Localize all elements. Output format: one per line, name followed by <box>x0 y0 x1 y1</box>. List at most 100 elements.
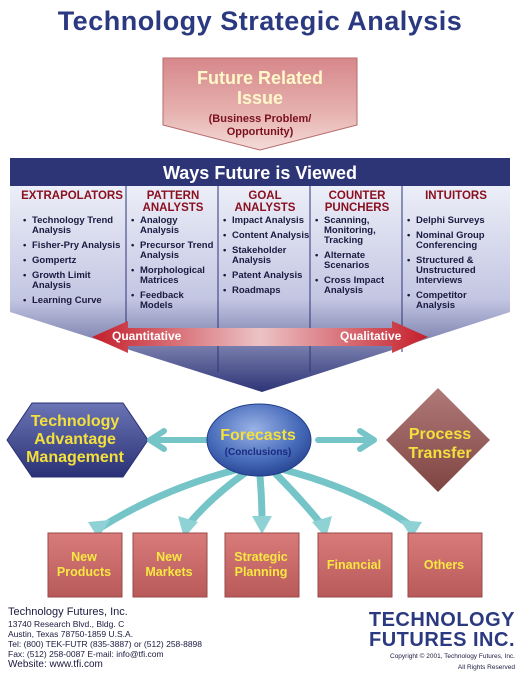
diamond-line2: Transfer <box>408 445 472 462</box>
diamond-shape <box>386 388 490 492</box>
output-financial: Financial <box>318 533 390 597</box>
column-heading: INTUITORS <box>404 190 508 216</box>
arrow-right <box>315 428 377 452</box>
output-box <box>224 532 300 598</box>
logo-line2: FUTURES INC. <box>369 629 515 651</box>
company-name: Technology Futures, Inc. <box>8 606 128 618</box>
page-title: Technology Strategic Analysis <box>57 6 463 36</box>
rights-reserved: All Rights Reserved <box>457 664 515 671</box>
address-line2: Austin, Texas 78750-1859 U.S.A. <box>8 629 134 639</box>
column-heading-line1: INTUITORS <box>425 190 487 202</box>
technique-list: Technology Trend Analysis Fisher-Pry Ana… <box>20 216 124 307</box>
list-item: Morphological Matrices <box>131 266 218 286</box>
output-box <box>407 532 483 598</box>
list-item: Impact Analysis <box>223 216 310 227</box>
list-item: Stakeholder Analysis <box>223 246 310 266</box>
column-counter-punchers: COUNTER PUNCHERS Scanning, Monitoring, T… <box>312 190 402 301</box>
hex-line1: Technology <box>30 413 120 430</box>
output-line2: Markets <box>145 565 193 579</box>
list-item: Gompertz <box>23 256 124 267</box>
column-heading: COUNTER PUNCHERS <box>312 190 402 216</box>
hex-line3: Management <box>26 449 124 466</box>
column-heading: PATTERN ANALYSTS <box>128 190 218 216</box>
list-item: Competitor Analysis <box>407 291 508 311</box>
forecast-ellipse <box>206 403 312 477</box>
forecast-title: Forecasts <box>220 427 296 444</box>
quantitative-label: Quantitative <box>112 329 182 343</box>
banner-title: Ways Future is Viewed <box>162 163 358 183</box>
list-item: Roadmaps <box>223 286 310 297</box>
column-goal-analysts: GOAL ANALYSTS Impact Analysis Content An… <box>220 190 310 301</box>
hex-line2: Advantage <box>34 431 116 448</box>
list-item: Technology Trend Analysis <box>23 216 124 236</box>
issue-shape <box>162 57 358 151</box>
output-box <box>317 532 393 598</box>
list-item: Structured & Unstructured Interviews <box>407 256 508 286</box>
website-link[interactable]: Website: www.tfi.com <box>8 659 103 670</box>
column-heading: GOAL ANALYSTS <box>220 190 310 216</box>
list-item: Alternate Scenarios <box>315 251 402 271</box>
output-box <box>132 532 208 598</box>
column-pattern-analysts: PATTERN ANALYSTS Analogy Analysis Precur… <box>128 190 218 316</box>
issue-subtitle-line1: (Business Problem/ <box>208 113 312 125</box>
banner-bar <box>10 158 510 186</box>
fax-email: Fax: (512) 258-0087 E-mail: info@tfi.com <box>8 649 164 659</box>
column-heading-line1: GOAL <box>248 190 282 202</box>
technique-list: Scanning, Monitoring, Tracking Alternate… <box>312 216 402 296</box>
process-transfer-label: Process Transfer <box>385 425 495 463</box>
issue-title-line2: Issue <box>236 88 284 108</box>
column-heading-line1: EXTRAPOLATORS <box>21 190 123 202</box>
forecast-subtitle: (Conclusions) <box>224 447 292 458</box>
list-item: Nominal Group Conferencing <box>407 231 508 251</box>
list-item: Fisher-Pry Analysis <box>23 241 124 252</box>
output-others: Others <box>408 533 480 597</box>
arrow-left <box>147 428 211 452</box>
column-heading-line1: PATTERN <box>146 190 200 202</box>
issue-subtitle: (Business Problem/ Opportunity) <box>190 113 330 139</box>
technique-list: Delphi Surveys Nominal Group Conferencin… <box>404 216 508 311</box>
column-heading-line2: ANALYSTS <box>142 202 204 214</box>
output-line2: Products <box>56 565 112 579</box>
output-line1: Others <box>423 557 465 572</box>
diamond-line1: Process <box>408 426 472 443</box>
column-heading-line1: COUNTER <box>328 190 386 202</box>
issue-title-line1: Future Related <box>196 68 324 88</box>
telephone: Tel: (800) TEK-FUTR (835-3887) or (512) … <box>8 639 203 649</box>
issue-subtitle-line2: Opportunity) <box>226 126 294 138</box>
list-item: Scanning, Monitoring, Tracking <box>315 216 402 246</box>
list-item: Feedback Models <box>131 291 218 311</box>
output-line2: Planning <box>234 565 288 579</box>
output-box <box>47 532 123 598</box>
column-heading-line2: PUNCHERS <box>324 202 390 214</box>
list-item: Growth Limit Analysis <box>23 271 124 291</box>
technique-list: Impact Analysis Content Analysis Stakeho… <box>220 216 310 297</box>
list-item: Delphi Surveys <box>407 216 508 227</box>
hexagon-shape <box>6 402 149 478</box>
company-logo: TECHNOLOGY FUTURES INC. Copyright © 2001… <box>360 610 515 672</box>
technique-list: Analogy Analysis Precursor Trend Analysi… <box>128 216 218 311</box>
address-line1: 13740 Research Blvd., Bldg. C <box>8 619 125 629</box>
scale-double-arrow <box>92 321 428 353</box>
column-heading: EXTRAPOLATORS <box>20 190 124 216</box>
copyright: Copyright © 2001, Technology Futures, In… <box>390 653 515 660</box>
output-line1: Financial <box>326 557 382 572</box>
list-item: Learning Curve <box>23 296 124 307</box>
output-line1: New <box>71 550 97 564</box>
qualitative-label: Qualitative <box>340 329 402 343</box>
list-item: Analogy Analysis <box>131 216 218 236</box>
output-line1: Strategic <box>234 550 288 564</box>
list-item: Precursor Trend Analysis <box>131 241 218 261</box>
issue-title: Future Related Issue <box>170 68 350 108</box>
column-intuitors: INTUITORS Delphi Surveys Nominal Group C… <box>404 190 508 316</box>
output-line1: New <box>156 550 182 564</box>
column-heading-line2: ANALYSTS <box>234 202 296 214</box>
technology-advantage-label: Technology Advantage Management <box>10 413 140 467</box>
footer-contact: Technology Futures, Inc. 13740 Research … <box>8 606 308 671</box>
logo-line1: TECHNOLOGY <box>368 609 515 631</box>
column-extrapolators: EXTRAPOLATORS Technology Trend Analysis … <box>20 190 124 311</box>
list-item: Cross Impact Analysis <box>315 276 402 296</box>
